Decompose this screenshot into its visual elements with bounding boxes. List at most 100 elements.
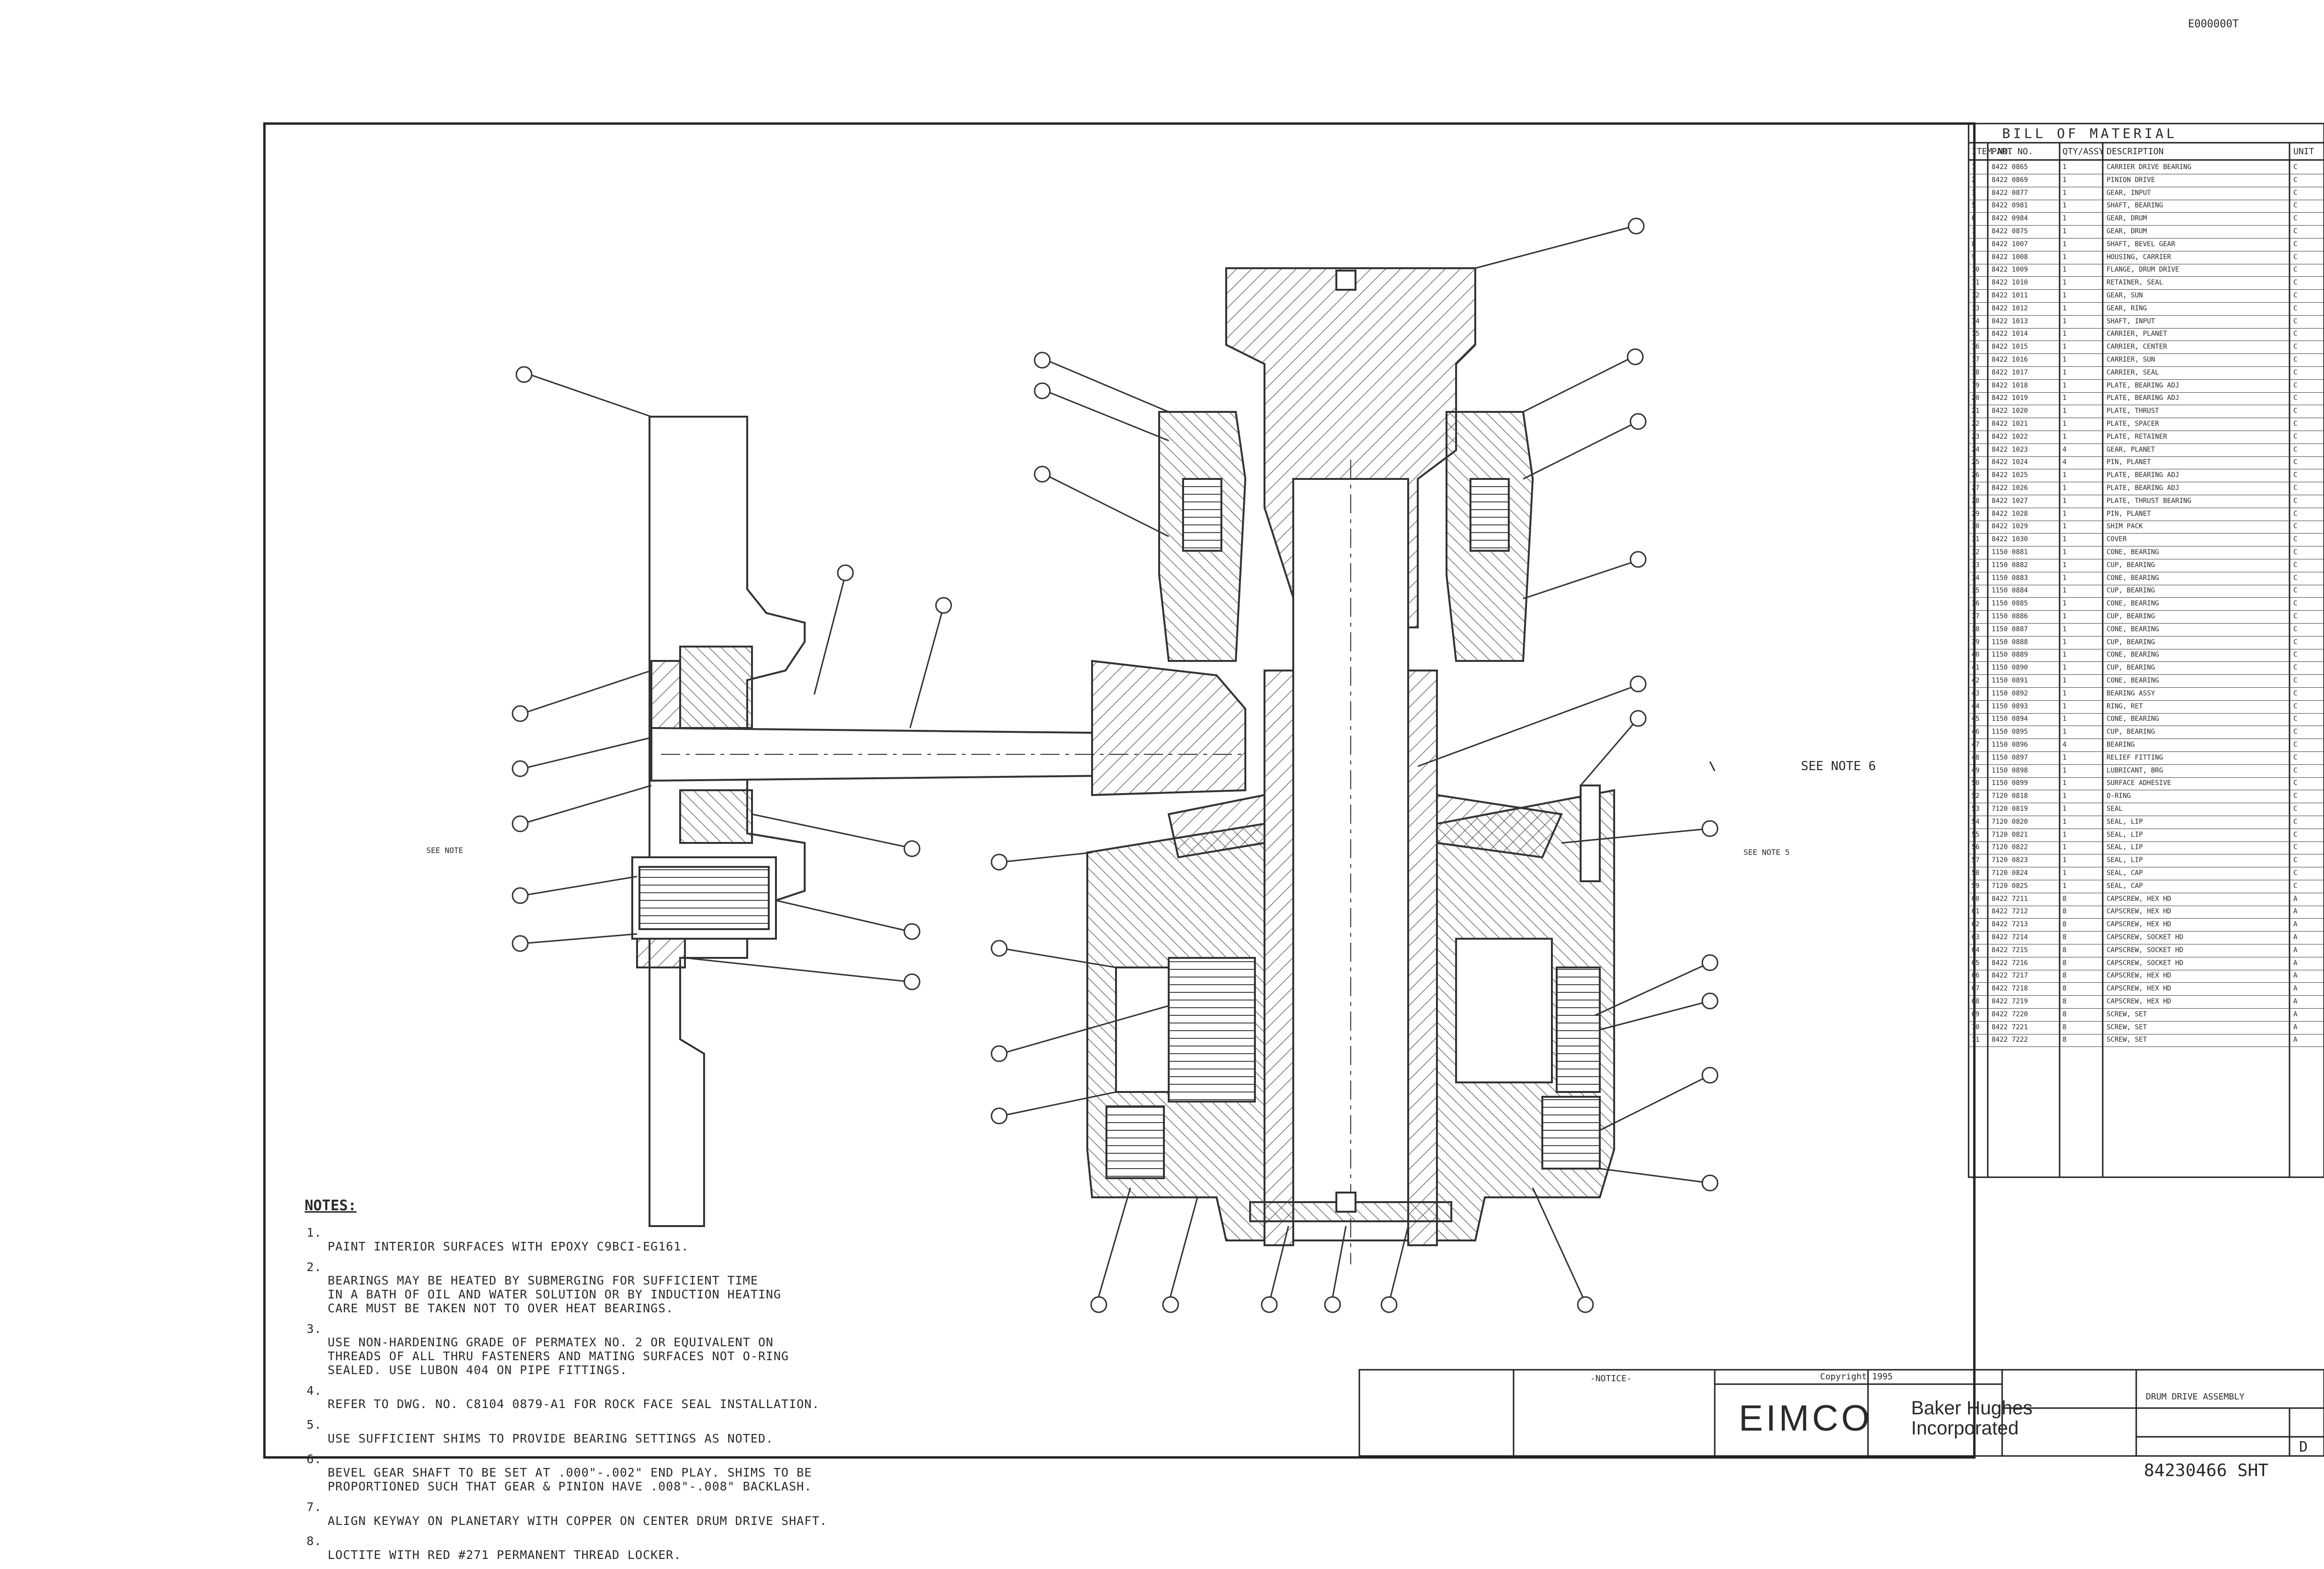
bom-cell: 71 — [1971, 1036, 1980, 1044]
bom-cell: 8422 1029 — [1992, 523, 2028, 531]
bom-cell: C — [2293, 484, 2298, 492]
bom-cell: C — [2293, 689, 2298, 697]
note-line: BEARINGS MAY BE HEATED BY SUBMERGING FOR… — [328, 1273, 758, 1288]
bom-cell: 8 — [2062, 921, 2067, 929]
bom-cell: 8422 0984 — [1992, 215, 2028, 223]
bom-cell: 7120 0825 — [1992, 882, 2028, 890]
bom-cell: C — [2293, 728, 2298, 736]
bom-cell: 3 — [1971, 189, 1976, 197]
bom-header-cell: PART NO. — [1992, 147, 2033, 157]
bom-cell: 1150 0898 — [1992, 766, 2028, 774]
bom-cell: 36 — [1971, 600, 1980, 608]
drawing-border — [263, 122, 1976, 1459]
bom-cell: C — [2293, 343, 2298, 351]
bom-cell: 8 — [2062, 972, 2067, 980]
bom-cell: C — [2293, 869, 2298, 877]
bom-cell: 1150 0894 — [1992, 715, 2028, 723]
bom-cell: 4 — [2062, 458, 2067, 466]
bom-cell: SEAL, LIP — [2107, 818, 2143, 826]
bom-cell: 7120 0822 — [1992, 843, 2028, 852]
company-logo: EIMCO — [1739, 1398, 1873, 1439]
bom-cell: 65 — [1971, 959, 1980, 967]
note-7: 7.ALIGN KEYWAY ON PLANETARY WITH COPPER … — [307, 1500, 900, 1528]
bom-cell: 8422 1027 — [1992, 497, 2028, 505]
bom-cell: 8422 7211 — [1992, 895, 2028, 903]
bom-cell: 8422 1011 — [1992, 292, 2028, 299]
bom-cell: 1 — [2062, 689, 2067, 697]
bom-cell: 55 — [1971, 830, 1980, 839]
bom-cell: C — [2293, 574, 2298, 582]
bom-cell: 34 — [1971, 574, 1980, 582]
bom-cell: CAPSCREW, HEX HD — [2107, 921, 2171, 929]
bom-cell: C — [2293, 266, 2298, 274]
bom-cell: 1 — [2062, 574, 2067, 582]
bom-cell: 8 — [2062, 1010, 2067, 1018]
bom-cell: C — [2293, 381, 2298, 389]
notes-list: 1.PAINT INTERIOR SURFACES WITH EPOXY C9B… — [307, 1226, 900, 1569]
center-drum-shaft — [1249, 460, 1452, 1264]
company-line-1: Baker Hughes — [1911, 1398, 2033, 1419]
bom-cell: 8422 1017 — [1992, 368, 2028, 376]
bom-cell: PLATE, SPACER — [2107, 420, 2159, 428]
note-number: 2. — [307, 1260, 322, 1274]
bom-cell: C — [2293, 753, 2298, 762]
bom-cell: 57 — [1971, 856, 1980, 864]
bom-cell: A — [2293, 921, 2298, 929]
bom-cell: 50 — [1971, 779, 1980, 787]
bom-cell: A — [2293, 972, 2298, 980]
bom-cell: 1 — [2062, 625, 2067, 633]
bom-cell: C — [2293, 843, 2298, 852]
bom-cell: SEAL, CAP — [2107, 869, 2143, 877]
bom-cell: 8422 7215 — [1992, 946, 2028, 954]
bom-cell: C — [2293, 304, 2298, 312]
bom-cell: 8422 1014 — [1992, 330, 2028, 338]
bom-cell: CARRIER, SUN — [2107, 356, 2155, 364]
bom-cell: A — [2293, 933, 2298, 941]
bom-cell: 8422 7222 — [1992, 1036, 2028, 1044]
bom-cell: 8422 1019 — [1992, 394, 2028, 402]
note-line: USE SUFFICIENT SHIMS TO PROVIDE BEARING … — [328, 1431, 774, 1445]
bom-cell: C — [2293, 458, 2298, 466]
bom-cell: 9 — [1971, 253, 1976, 261]
bom-cell: GEAR, PLANET — [2107, 445, 2155, 454]
bom-cell: PLATE, BEARING ADJ — [2107, 394, 2179, 402]
bom-cell: 1150 0883 — [1992, 574, 2028, 582]
bom-cell: CAPSCREW, HEX HD — [2107, 895, 2171, 903]
bom-cell: 1150 0899 — [1992, 779, 2028, 787]
bom-cell: 1 — [2062, 766, 2067, 774]
bom-cell: 8422 0865 — [1992, 163, 2028, 171]
bom-cell: 6 — [1971, 215, 1976, 223]
bom-cell: 7120 0820 — [1992, 818, 2028, 826]
bom-cell: 48 — [1971, 753, 1980, 762]
bom-cell: 1 — [2062, 189, 2067, 197]
bom-cell: 1 — [2062, 779, 2067, 787]
bom-cell: C — [2293, 638, 2298, 646]
input-shaft — [650, 659, 1246, 796]
bom-cell: SCREW, SET — [2107, 1010, 2147, 1018]
bom-cell: 8422 7220 — [1992, 1010, 2028, 1018]
bom-cell: C — [2293, 792, 2298, 800]
bom-cell: 8422 1021 — [1992, 420, 2028, 428]
bom-cell: 29 — [1971, 510, 1980, 518]
bom-cell: 1150 0886 — [1992, 613, 2028, 620]
bom-cell: 8422 1012 — [1992, 304, 2028, 312]
bom-cell: 1 — [2062, 702, 2067, 710]
bom-cell: 8422 1024 — [1992, 458, 2028, 466]
